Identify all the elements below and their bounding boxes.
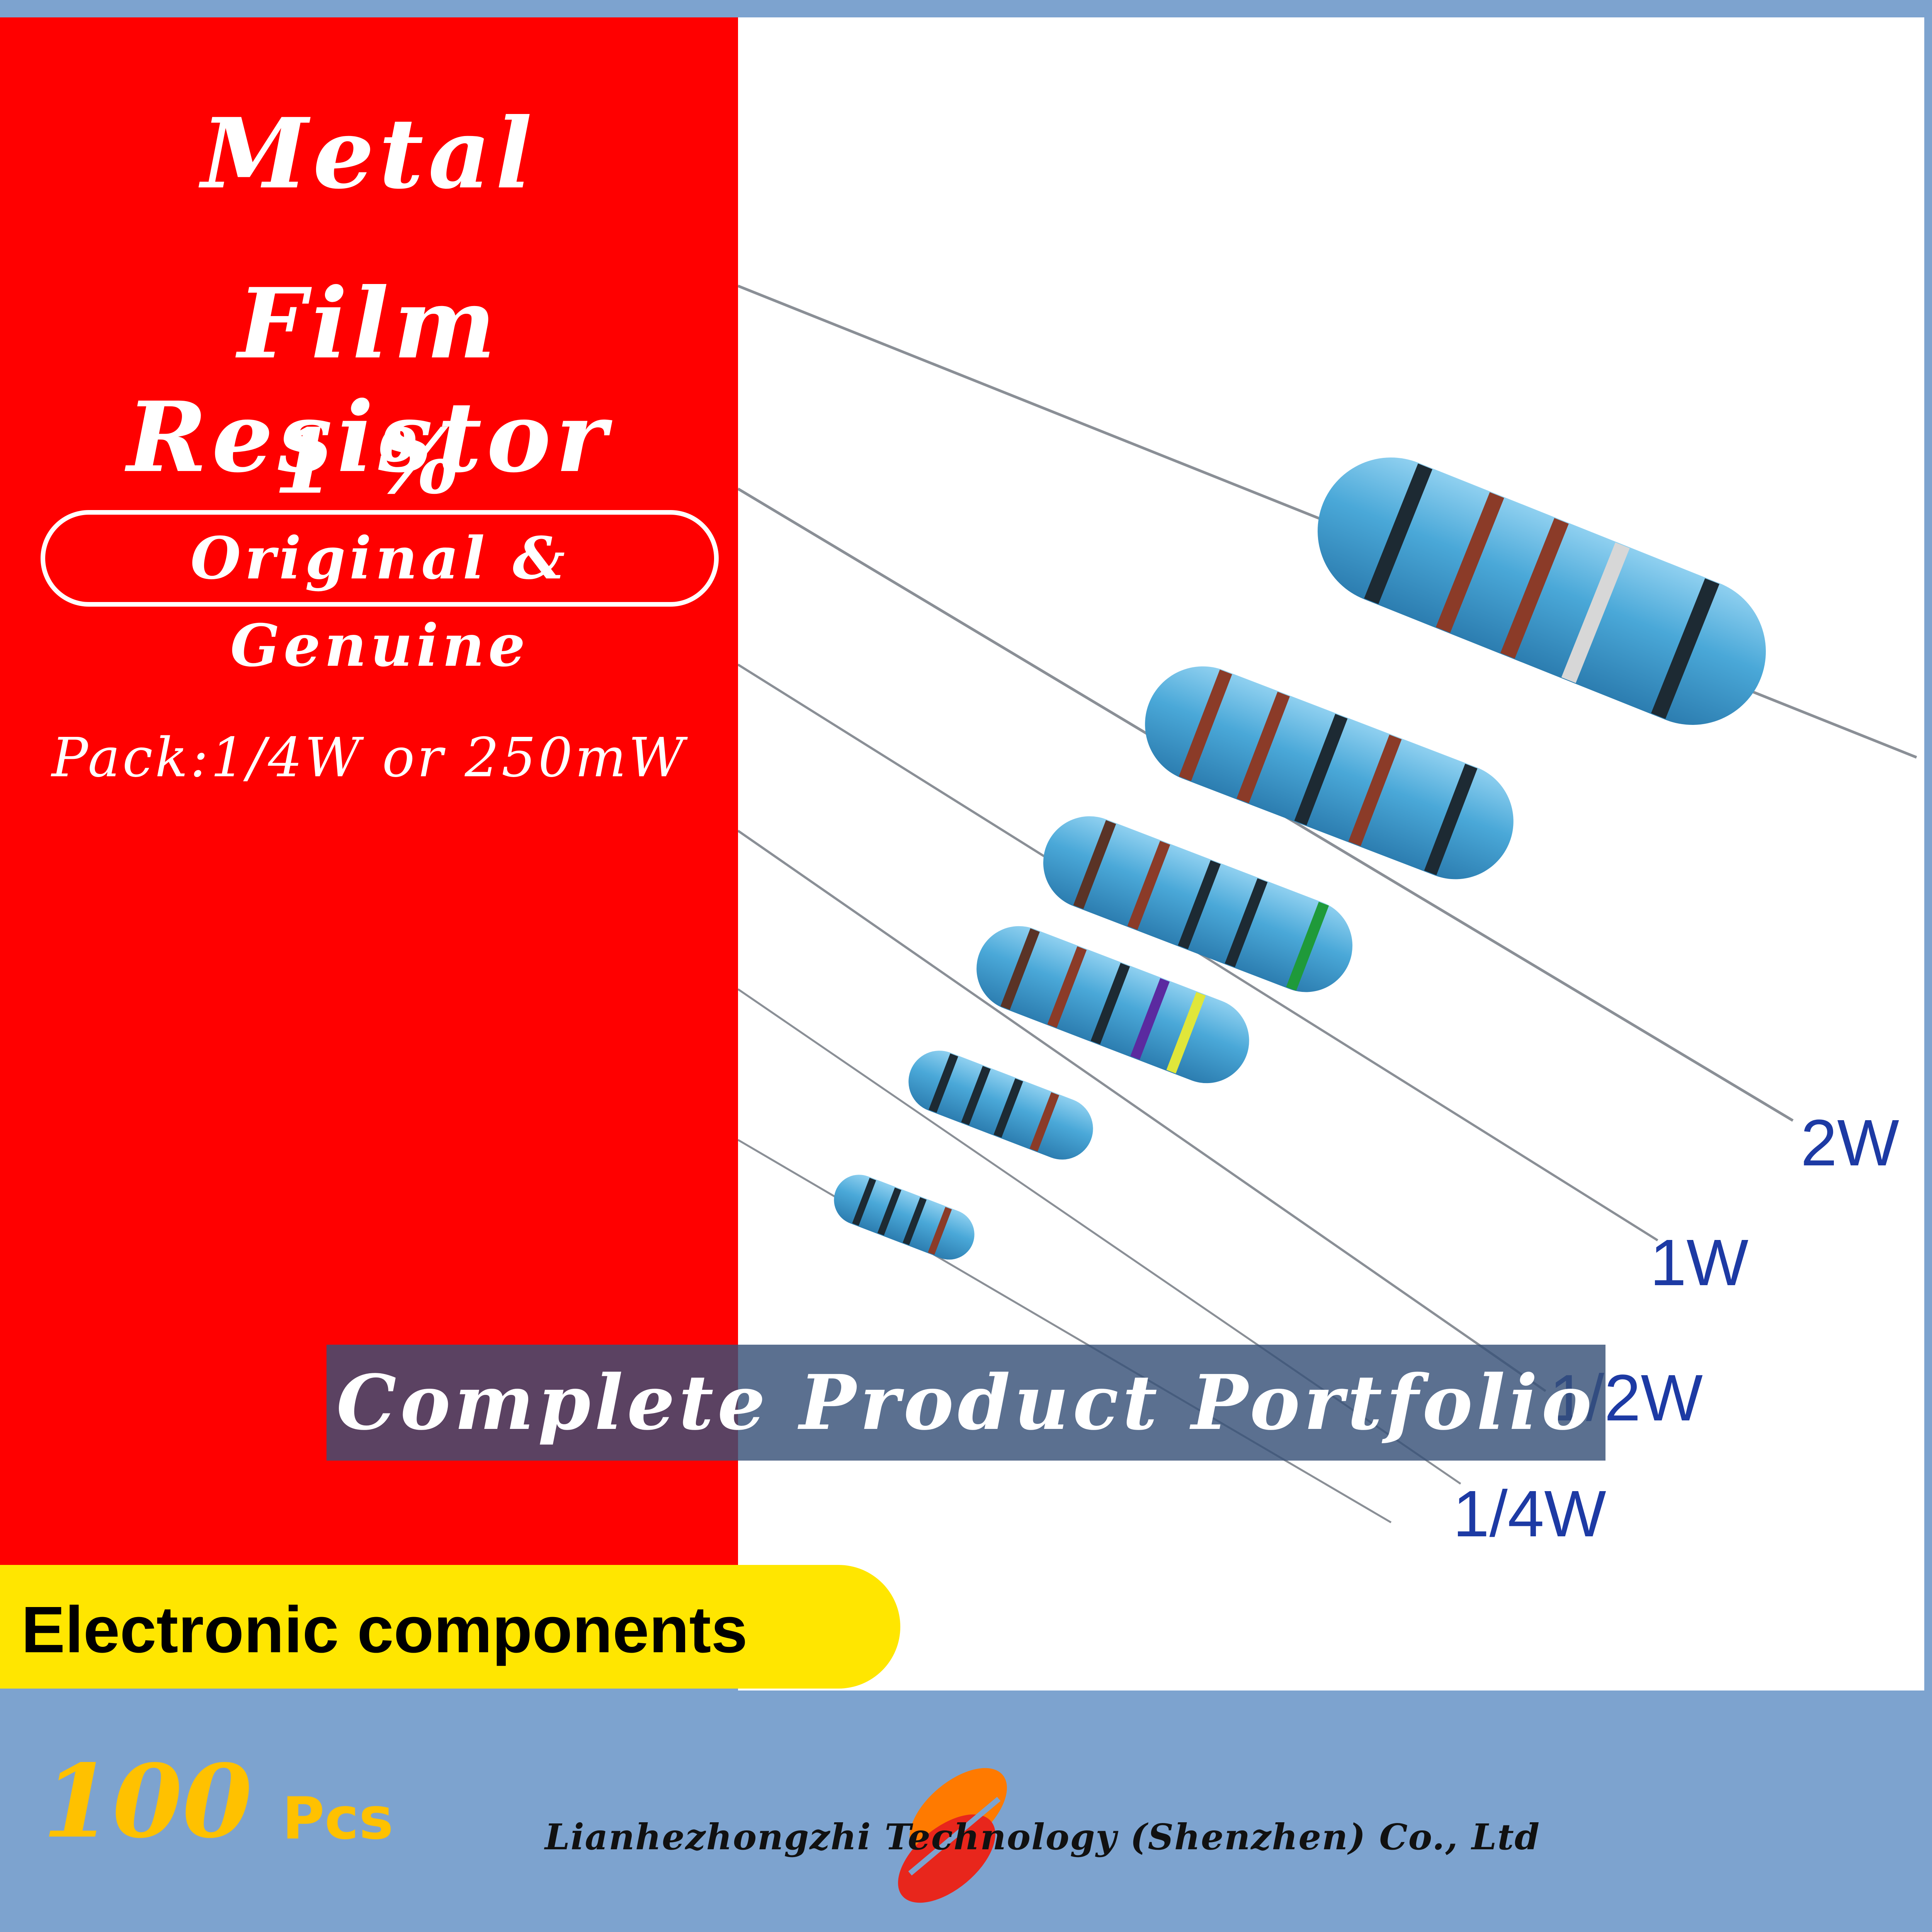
quantity-unit: Pcs <box>282 1785 394 1852</box>
company-logo-icon <box>898 1768 1007 1903</box>
category-tab: Electronic components <box>0 1565 900 1689</box>
pack-spec: Pack:1/4W or 250mW <box>51 726 687 789</box>
resistor-half-watt-alt <box>737 830 1546 1392</box>
rating-label-1w: 1W <box>1650 1226 1748 1299</box>
portfolio-banner: Complete Product Portfolio <box>327 1345 1605 1461</box>
category-label: Electronic components <box>21 1593 748 1667</box>
genuine-badge: Original & Genuine <box>41 510 719 680</box>
title-line-1: Metal <box>201 97 537 210</box>
resistor-half-watt <box>737 663 1658 1242</box>
company-name: Lianhezhongzhi Technology (Shenzhen) Co.… <box>545 1816 1541 1858</box>
resistor-2w <box>737 284 1917 759</box>
rating-label-2w: 2W <box>1801 1106 1899 1180</box>
resistor-1w <box>737 487 1794 1122</box>
title-line-2: Film Resistor <box>127 267 611 494</box>
quantity-number: 100 <box>43 1743 252 1861</box>
title-line-3: 1 % <box>273 410 465 514</box>
resistor-small <box>737 1139 1392 1524</box>
rating-label-quarter-w: 1/4W <box>1453 1477 1606 1551</box>
